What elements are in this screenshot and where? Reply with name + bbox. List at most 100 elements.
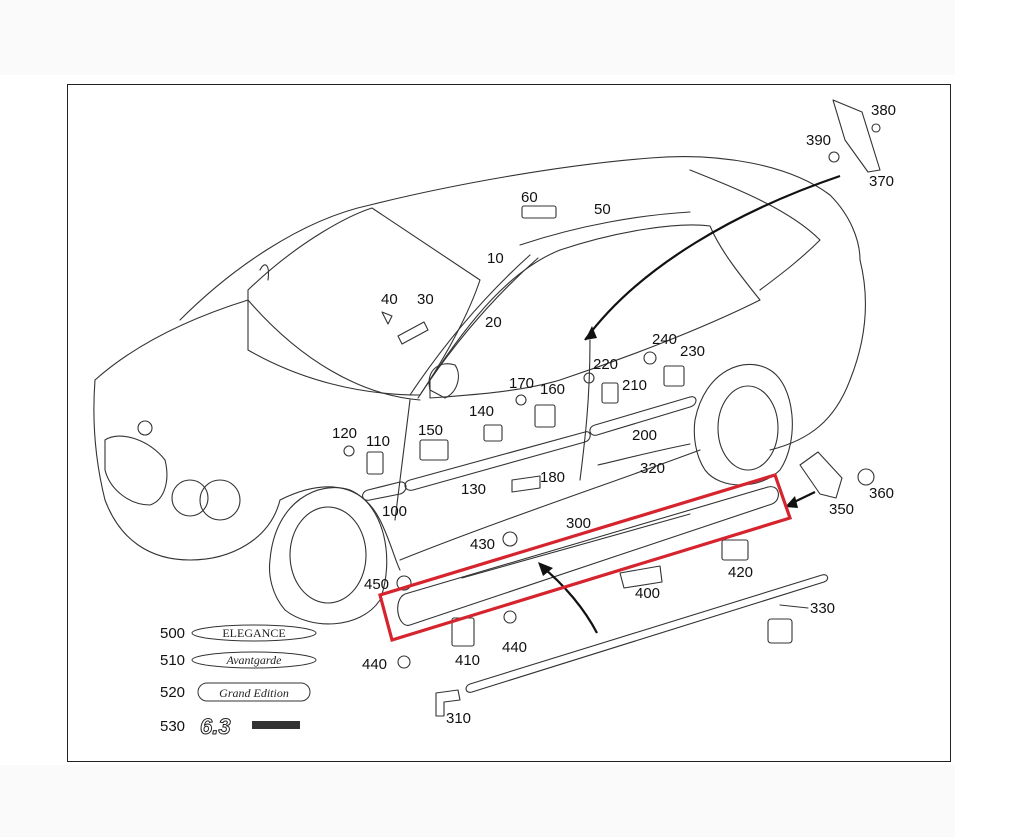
label-370: 370 [869,173,895,190]
arrow-to-sill [539,564,598,634]
label-160: 160 [540,381,566,398]
part-330-clip [767,618,793,644]
part-310-shape [435,689,461,717]
label-10: 10 [487,250,504,267]
strip-330-shape [465,574,829,693]
grille-outline [104,435,168,506]
highlight-box [378,473,793,643]
door-line-front [394,399,411,521]
leader-330 [779,604,809,609]
screw-390-shape [828,151,840,163]
part-440-b-shape [503,610,517,624]
hood-outline [94,299,421,401]
part-40-shape [381,311,393,325]
roof-trim-strip [519,211,691,246]
mirror-outline [428,363,459,399]
label-110: 110 [366,433,390,450]
part-430-shape [502,531,518,547]
label-400: 400 [635,585,661,602]
sill-line [399,449,701,561]
label-350: 350 [829,501,855,518]
molding-100-shape [362,481,407,501]
sill-300-shape [397,486,779,626]
part-320-wire [597,443,691,466]
front-outline [93,379,281,561]
roofline-top [259,264,269,281]
part-400-shape [619,565,663,589]
sill-300-inner [461,513,691,579]
label-440-left: 440 [362,656,388,673]
label-50: 50 [594,201,611,218]
windshield-outline [247,207,481,396]
label-30: 30 [417,291,434,308]
label-40: 40 [381,291,398,308]
label-380: 380 [871,102,897,119]
part-210-shape [601,382,619,404]
part-170-shape [515,394,527,406]
label-420: 420 [728,564,754,581]
bracket-370-shape [832,99,881,173]
label-510: 510 [160,652,186,669]
arrowhead-door [585,326,597,340]
part-110-shape [366,451,384,475]
part-30-shape [397,321,429,345]
front-wheel-outer [268,486,388,625]
rear-wheel-outer [693,363,793,486]
front-wheel-inner [289,506,367,604]
label-100: 100 [382,503,408,520]
label-130: 130 [461,481,487,498]
label-320: 320 [640,460,666,477]
part-60-shape [521,205,557,219]
arrowhead-sill [538,562,553,576]
label-430: 430 [470,536,496,553]
label-360: 360 [869,485,895,502]
part-240-shape [643,351,657,365]
label-60: 60 [521,189,538,206]
headlight-right-outline [199,479,241,521]
part-230-shape [663,365,685,387]
label-170: 170 [509,375,535,392]
arrowhead-350 [785,496,798,508]
part-150-shape [419,439,449,461]
part-120-shape [343,445,355,457]
badge-510-text: Avantgarde [226,653,283,667]
label-390: 390 [806,132,832,149]
badge-530-bar [252,721,300,729]
part-450-shape [396,575,412,591]
badge-520-shape [197,682,311,702]
badge-520-text: Grand Edition [219,686,289,700]
label-200: 200 [632,427,658,444]
badge-510-shape [191,651,317,669]
badge-500-shape [191,624,317,642]
label-310: 310 [446,710,472,727]
label-300: 300 [566,515,592,532]
label-440-right: 440 [502,639,528,656]
label-240: 240 [652,331,678,348]
car-roof-outline [179,156,861,321]
rear-window-outline [689,169,821,291]
headlight-left-outline [171,479,209,517]
bracket-350-shape [799,451,843,499]
car-rear-outline [769,259,866,451]
bolt-360-shape [857,468,875,486]
part-220-shape [583,372,595,384]
label-530: 530 [160,718,186,735]
label-120: 120 [332,425,358,442]
part-180-shape [511,475,541,493]
a-pillar-trim [409,254,531,396]
molding-200-shape [589,396,697,436]
label-230: 230 [680,343,706,360]
label-410: 410 [455,652,481,669]
part-440-a-shape [397,655,411,669]
label-220: 220 [593,356,619,373]
label-150: 150 [418,422,444,439]
top-background-strip [0,0,955,75]
part-420-shape [721,539,749,561]
emblem-outline [137,420,153,436]
label-500: 500 [160,625,186,642]
part-160-shape [534,404,556,428]
badge-530-text: 6.3 [200,714,231,739]
part-140-shape [483,424,503,442]
rear-wheel-inner [717,385,779,471]
